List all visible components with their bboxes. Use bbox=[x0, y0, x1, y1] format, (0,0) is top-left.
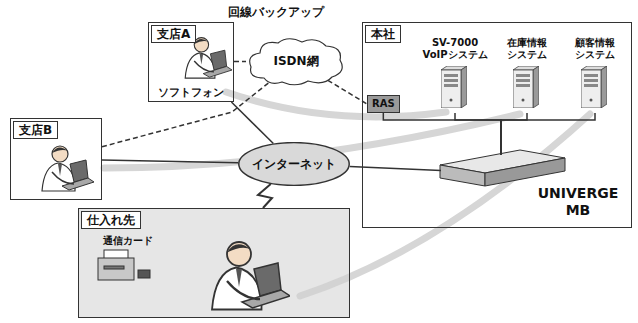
node-label: ISDN網 bbox=[246, 54, 346, 68]
server-icon bbox=[441, 66, 467, 108]
network-line bbox=[383, 113, 501, 155]
headoffice-box: 本社 RAS SV-7000 VoIPシステム在庫情報 システム顧客情報 システム U… bbox=[362, 22, 632, 228]
fax-card-icon bbox=[98, 250, 150, 280]
router-node: UNIVERGE MB bbox=[441, 149, 626, 221]
internet-ellipse: インターネット bbox=[238, 142, 350, 186]
ellipse-shape bbox=[239, 143, 349, 186]
node-label: UNIVERGE MB bbox=[532, 185, 624, 219]
server-icon bbox=[581, 66, 607, 108]
tunnel-swoosh bbox=[104, 92, 590, 296]
node-label: ソフトフォン bbox=[149, 86, 233, 99]
network-line bbox=[231, 102, 273, 144]
router-device bbox=[485, 158, 565, 186]
fax-card-icon bbox=[98, 258, 134, 280]
server-node: 顧客情報 システム bbox=[567, 37, 623, 113]
node-label: 顧客情報 システム bbox=[567, 37, 623, 61]
caption-label: 回線バックアップ bbox=[228, 4, 324, 21]
ras-box: RAS bbox=[367, 95, 400, 113]
box-tab-label: 仕入れ先 bbox=[81, 211, 141, 229]
box-tab-label: 支店A bbox=[151, 25, 196, 43]
network-line bbox=[501, 113, 595, 155]
router-device bbox=[440, 150, 565, 186]
isdn-cloud: ISDN網 bbox=[246, 36, 346, 86]
node-label: インターネット bbox=[238, 157, 350, 171]
person-figure bbox=[212, 242, 290, 310]
person-figure bbox=[42, 146, 94, 191]
server-icon bbox=[441, 66, 607, 108]
box-tab-label: 支店B bbox=[13, 121, 58, 139]
node-label: SV-7000 VoIPシステム bbox=[415, 37, 495, 61]
person-figure bbox=[185, 38, 232, 79]
node-label: RAS bbox=[368, 96, 399, 112]
fax-card-icon bbox=[138, 270, 150, 278]
branch-box: 支店B bbox=[10, 118, 102, 200]
router-device bbox=[440, 165, 485, 186]
network-line bbox=[350, 166, 441, 170]
supplier-box: 仕入れ先通信カード bbox=[78, 208, 350, 318]
server-node: 在庫情報 システム bbox=[499, 37, 555, 113]
network-line bbox=[455, 113, 501, 155]
server-icon bbox=[513, 66, 539, 108]
node-label: 通信カード bbox=[103, 235, 153, 247]
supplier-ground bbox=[78, 208, 350, 318]
box-tab-label: 本社 bbox=[365, 25, 401, 43]
backup-line bbox=[234, 61, 246, 63]
tunnel-swoosh bbox=[226, 92, 446, 117]
network-line bbox=[102, 160, 238, 163]
tunnel-swoosh bbox=[300, 114, 590, 296]
node-label: 在庫情報 システム bbox=[499, 37, 555, 61]
fax-card-icon bbox=[104, 266, 124, 269]
wireless-link bbox=[258, 184, 272, 208]
server-node: SV-7000 VoIPシステム bbox=[415, 37, 495, 113]
branch-box: 支店A ソフトフォン bbox=[148, 22, 234, 102]
